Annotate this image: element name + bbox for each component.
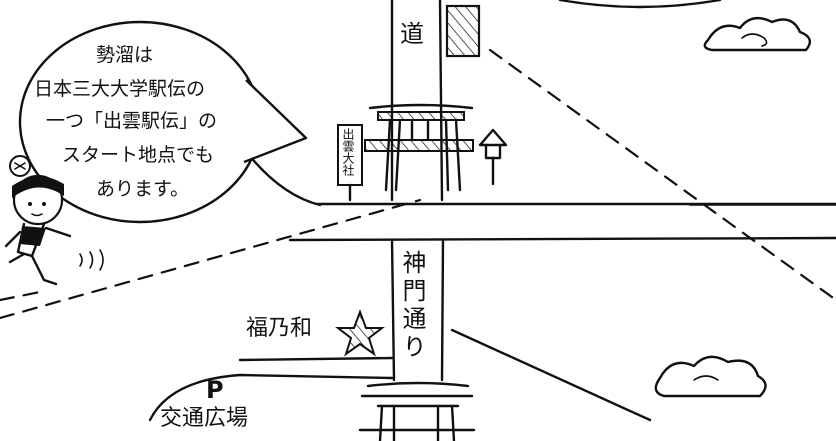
bubble-line-1: 勢溜は — [96, 44, 154, 66]
dashed-route-east — [488, 48, 836, 302]
road-east-west — [288, 202, 836, 242]
torii-gate-south — [358, 381, 476, 441]
label-michi: 道 — [400, 20, 424, 48]
road-shinmon — [390, 238, 445, 382]
road-lower-right — [450, 328, 652, 422]
road-lower-left — [148, 356, 394, 422]
hatched-building — [445, 4, 481, 58]
bubble-line-2: 日本三大大学駅伝の — [34, 78, 206, 100]
torii-gate-north — [364, 103, 474, 192]
road-north — [390, 0, 444, 202]
bubble-line-3: 一つ「出雲駅伝」の — [46, 110, 218, 132]
star-landmark-icon — [335, 309, 385, 357]
cloud-bottom-right — [654, 355, 767, 398]
signpost-izumo-taisha — [337, 124, 363, 202]
bubble-line-5: あります。 — [96, 178, 190, 200]
cloud-top-edge — [558, 0, 722, 9]
runner-character — [4, 155, 104, 286]
label-fukunowa: 福乃和 — [246, 316, 313, 341]
signpost-label: 出雲大社 — [341, 128, 355, 176]
dashed-route-west — [0, 198, 422, 320]
bubble-line-4: スタート地点でも — [62, 144, 215, 166]
label-koutsu-hiroba: 交通広場 — [160, 406, 249, 431]
cloud-top-right — [703, 16, 812, 52]
dashed-segment-left — [0, 290, 42, 302]
shrine-lantern-icon — [478, 128, 508, 186]
parking-symbol: P — [206, 376, 224, 404]
label-shinmon-dori: 神門通り — [398, 250, 426, 362]
speech-bubble — [18, 20, 308, 224]
